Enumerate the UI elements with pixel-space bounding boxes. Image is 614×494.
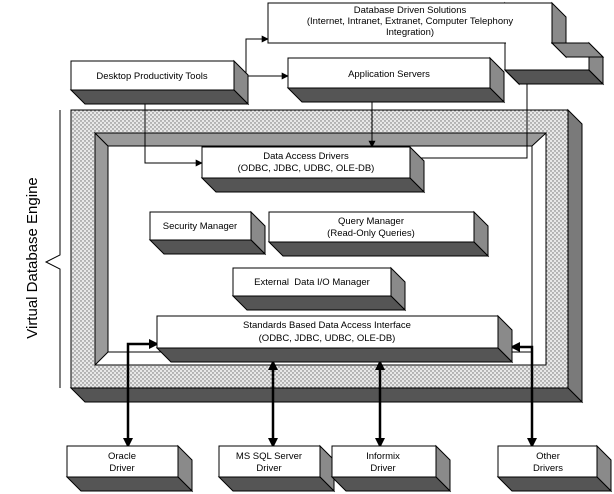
mssql-driver-line2: Driver: [256, 463, 281, 474]
query-manager-subtitle: (Read-Only Queries): [327, 228, 415, 239]
dad-title: Data Access Drivers: [263, 151, 349, 162]
connectors: [123, 35, 537, 448]
oracle-driver-box: Oracle Driver: [65, 444, 194, 493]
mssql-driver-box: MS SQL Server Driver: [217, 444, 336, 493]
interface-subtitle: (ODBC, JDBC, UDBC, OLE-DB): [259, 333, 396, 344]
desktop-productivity-tools-box: Desktop Productivity Tools: [69, 59, 250, 106]
connector-interface-to-oracle: [123, 339, 159, 448]
external-io-label: External Data I/O Manager: [254, 277, 370, 288]
app-servers-label: Application Servers: [348, 69, 430, 80]
informix-driver-box: Informix Driver: [330, 444, 452, 493]
informix-driver-line1: Informix: [366, 451, 400, 462]
engine-label: Virtual Database Engine: [24, 177, 41, 339]
security-manager-label: Security Manager: [163, 221, 237, 232]
query-manager-title: Query Manager: [338, 216, 404, 227]
mssql-driver-line1: MS SQL Server: [236, 451, 302, 462]
oracle-driver-line2: Driver: [109, 463, 134, 474]
other-drivers-line2: Drivers: [533, 463, 563, 474]
database-driven-solutions-box: Database Driven Solutions (Internet, Int…: [267, 1, 605, 86]
desktop-tools-label: Desktop Productivity Tools: [96, 71, 207, 82]
other-drivers-line1: Other: [536, 451, 560, 462]
connector-interface-to-other: [510, 342, 537, 448]
query-manager-box: Query Manager (Read-Only Queries): [267, 210, 490, 258]
standards-interface-box: Standards Based Data Access Interface (O…: [155, 314, 514, 364]
connector-desktop-to-dad: [141, 89, 203, 167]
other-drivers-box: Other Drivers: [496, 444, 613, 493]
solutions-subtitle: (Internet, Intranet, Extranet, Computer …: [307, 16, 514, 27]
external-io-manager-box: External Data I/O Manager: [231, 266, 407, 312]
engine-brace: [44, 110, 61, 388]
solutions-subtitle-2: Integration): [386, 27, 434, 38]
data-access-drivers-box: Data Access Drivers (ODBC, JDBC, UDBC, O…: [200, 145, 426, 194]
security-manager-box: Security Manager: [148, 210, 267, 256]
interface-title: Standards Based Data Access Interface: [243, 320, 411, 331]
connector-desktop-to-solutions: [245, 35, 269, 76]
engine-label-group: Virtual Database Engine: [24, 110, 61, 388]
solutions-title: Database Driven Solutions: [354, 5, 467, 16]
oracle-driver-line1: Oracle: [108, 451, 136, 462]
connector-solutions-to-dad: [409, 75, 531, 162]
informix-driver-line2: Driver: [370, 463, 395, 474]
application-servers-box: Application Servers: [286, 56, 506, 104]
dad-subtitle: (ODBC, JDBC, UDBC, OLE-DB): [238, 163, 375, 174]
